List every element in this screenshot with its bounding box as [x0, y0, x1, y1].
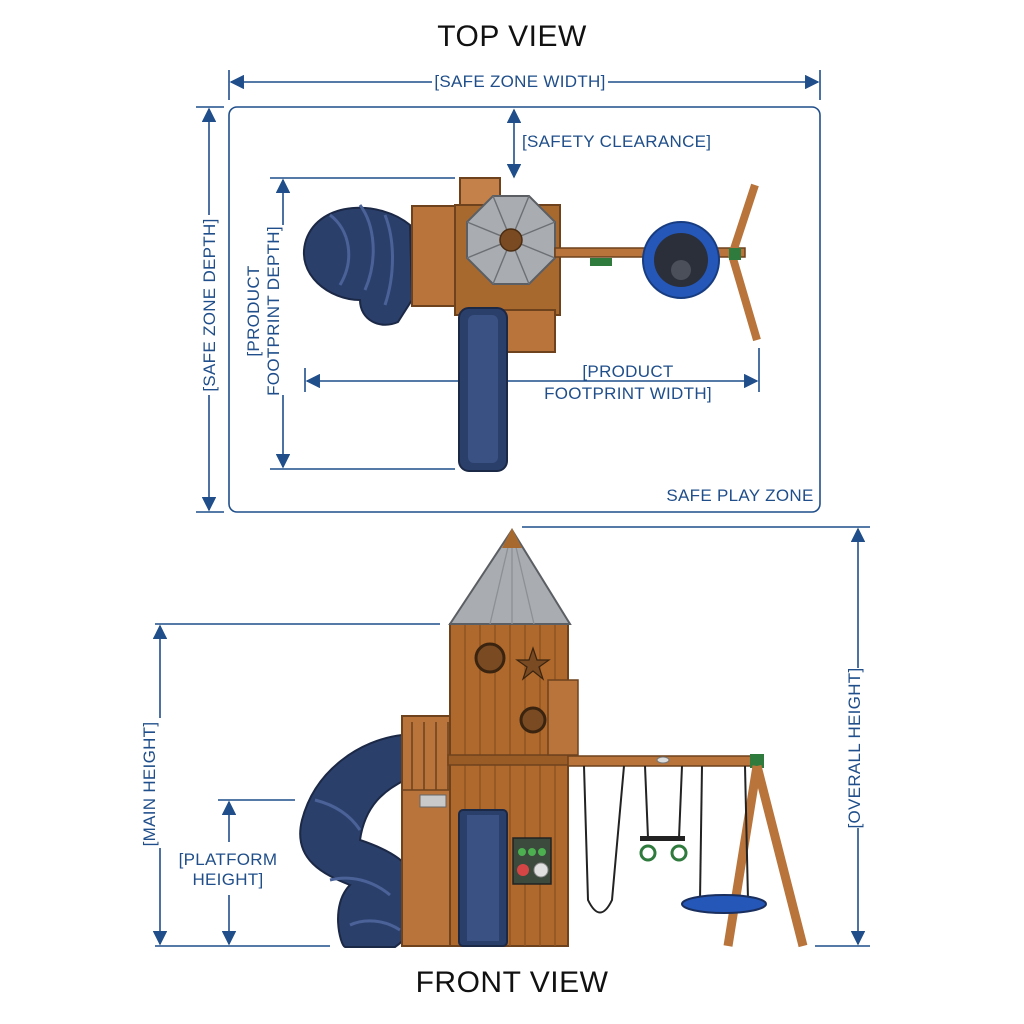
- a-frame-top: [728, 183, 759, 257]
- product-footprint-depth-line1: [PRODUCT: [244, 265, 263, 357]
- trapeze-chain-right: [678, 765, 683, 839]
- safety-clearance-label: [SAFETY CLEARANCE]: [522, 132, 712, 151]
- tube-slide-top: [303, 206, 414, 326]
- star-decoration: [515, 646, 551, 681]
- disc-swing-chain-left: [699, 765, 703, 901]
- safe-play-zone-label: SAFE PLAY ZONE: [666, 486, 814, 505]
- safe-zone-depth-dimension: [196, 106, 224, 513]
- a-frame-front: [723, 765, 762, 947]
- product-footprint-width-line2: FOOTPRINT WIDTH]: [544, 384, 712, 403]
- platform-height-label: [PLATFORM HEIGHT]: [168, 850, 288, 890]
- disc-swing-chain-right: [744, 765, 749, 901]
- main-height-label: [MAIN HEIGHT]: [140, 721, 159, 847]
- safe-zone-width-label: [SAFE ZONE WIDTH]: [434, 72, 606, 91]
- product-footprint-width-label: [PRODUCT FOOTPRINT WIDTH]: [528, 362, 728, 404]
- disc-swing-front: [681, 894, 767, 914]
- product-footprint-width-dimension: [304, 348, 760, 392]
- safe-play-zone-outline: [228, 106, 821, 513]
- overall-height-label: [OVERALL HEIGHT]: [845, 667, 864, 829]
- product-footprint-depth-dimension: [270, 177, 455, 470]
- main-height-dimension: [152, 623, 440, 947]
- belt-swing-chains: [583, 765, 625, 914]
- platform-height-dimension: [218, 799, 295, 946]
- trapeze-ring-left: [639, 844, 657, 862]
- activity-panel: [512, 837, 552, 885]
- playset-top-view: [303, 177, 761, 472]
- safe-zone-width-dimension: [228, 70, 821, 100]
- top-view-title: TOP VIEW: [437, 20, 587, 53]
- product-footprint-width-line1: [PRODUCT: [582, 362, 674, 381]
- deck-top: [411, 205, 463, 307]
- safe-zone-depth-label: [SAFE ZONE DEPTH]: [200, 218, 219, 392]
- product-footprint-depth-label: [PRODUCT FOOTPRINT DEPTH]: [244, 226, 286, 396]
- product-footprint-depth-line2: FOOTPRINT DEPTH]: [264, 226, 283, 396]
- platform-height-line1: [PLATFORM: [178, 850, 278, 869]
- overall-height-dimension: [522, 526, 870, 947]
- platform-height-line2: HEIGHT]: [192, 870, 264, 889]
- trapeze-chain-left: [644, 765, 649, 839]
- porthole-upper: [474, 642, 506, 674]
- porthole-lower: [519, 706, 547, 734]
- front-view-title: FRONT VIEW: [415, 966, 609, 999]
- rocket-cone-roof: [448, 528, 572, 625]
- playset-front-view: [299, 528, 808, 948]
- trapeze-ring-right: [670, 844, 688, 862]
